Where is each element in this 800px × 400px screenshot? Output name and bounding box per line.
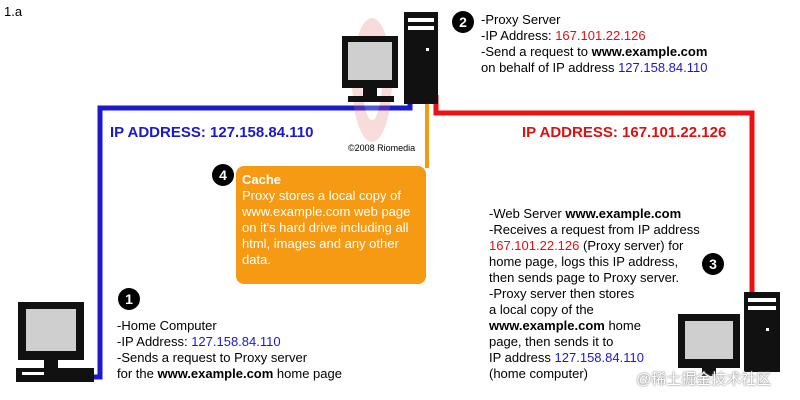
proxy-line-2: -IP Address: 167.101.22.126: [481, 28, 646, 43]
home-line-2: -IP Address: 127.158.84.110: [117, 334, 281, 349]
web-server-description: -Web Server www.example.com -Receives a …: [489, 206, 700, 382]
home-computer-icon: [16, 302, 94, 382]
step-3-badge: 3: [702, 253, 724, 275]
web-line-7: a local copy of the: [489, 302, 594, 317]
right-ip-label: IP ADDRESS: 167.101.22.126: [522, 124, 727, 141]
web-line-3: 167.101.22.126 (Proxy server) for: [489, 238, 684, 253]
copyright-text: ©2008 Riomedia: [348, 143, 416, 153]
left-ip-label: IP ADDRESS: 127.158.84.110: [110, 124, 314, 141]
step-2-badge: 2: [452, 11, 474, 33]
proxy-description: -Proxy Server -IP Address: 167.101.22.12…: [481, 12, 707, 76]
web-server-icon: [678, 292, 780, 376]
proxy-line-4: on behalf of IP address 127.158.84.110: [481, 60, 708, 75]
cache-title: Cache: [242, 172, 282, 187]
home-line-1: -Home Computer: [117, 318, 217, 333]
home-description: -Home Computer -IP Address: 127.158.84.1…: [117, 318, 342, 382]
cache-body: Proxy stores a local copy of www.example…: [242, 188, 411, 267]
web-line-5: then sends page to Proxy server.: [489, 270, 680, 285]
web-line-11: (home computer): [489, 366, 588, 381]
home-line-4: for the www.example.com home page: [117, 366, 342, 381]
web-line-10: IP address 127.158.84.110: [489, 350, 644, 365]
cache-box: Cache Proxy stores a local copy of www.e…: [236, 166, 426, 284]
web-line-1: -Web Server www.example.com: [489, 206, 682, 221]
proxy-server-icon: [342, 12, 438, 142]
step-4-badge: 4: [212, 164, 234, 186]
web-line-4: home page, logs this IP address,: [489, 254, 679, 269]
proxy-line-3: -Send a request to www.example.com: [481, 44, 708, 59]
step-1-badge: 1: [118, 288, 140, 310]
home-line-3: -Sends a request to Proxy server: [117, 350, 308, 365]
proxy-line-1: -Proxy Server: [481, 12, 561, 27]
web-line-8: www.example.com home: [489, 318, 641, 333]
watermark-text: @稀土掘金技术社区: [636, 371, 772, 388]
web-line-9: page, then sends it to: [489, 334, 614, 349]
figure-label: 1.a: [4, 4, 23, 19]
web-line-2: -Receives a request from IP address: [489, 222, 700, 237]
web-line-6: -Proxy server then stores: [489, 286, 635, 301]
